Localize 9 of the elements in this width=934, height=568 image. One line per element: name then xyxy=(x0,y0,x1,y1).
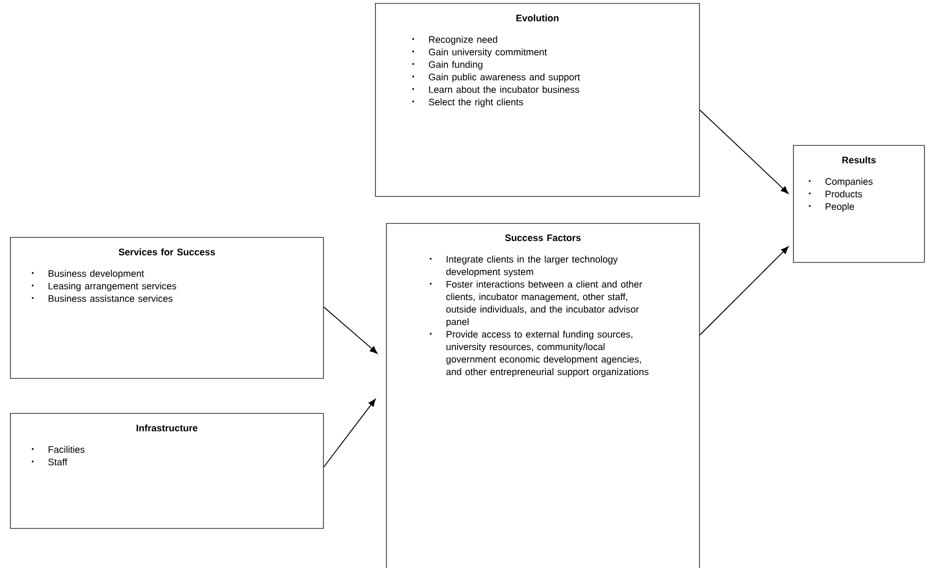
text-box: Results Companies Products People xyxy=(793,145,925,263)
text-box: Services for Success Business development Leasing arrangement services Business assistance services xyxy=(10,237,324,379)
text-box: Success Factors Integrate clients in the larger technology development system Foster interactions between a client and other clients, incubator management, other staff, outside individuals, and the incubator advisor panel Provide access to external funding sources, university resources, community/local government economic development agencies, and other entrepreneurial support organizations xyxy=(386,223,700,568)
arrow xyxy=(699,110,789,194)
text-box: Evolution Recognize need Gain university commitment Gain funding Gain public awareness and support Learn about the incubator business Select the right clients xyxy=(375,3,700,197)
arrow xyxy=(323,398,376,468)
text-box: Infrastructure Facilities Staff xyxy=(10,413,324,529)
arrow xyxy=(699,246,789,336)
arrow xyxy=(323,306,378,354)
